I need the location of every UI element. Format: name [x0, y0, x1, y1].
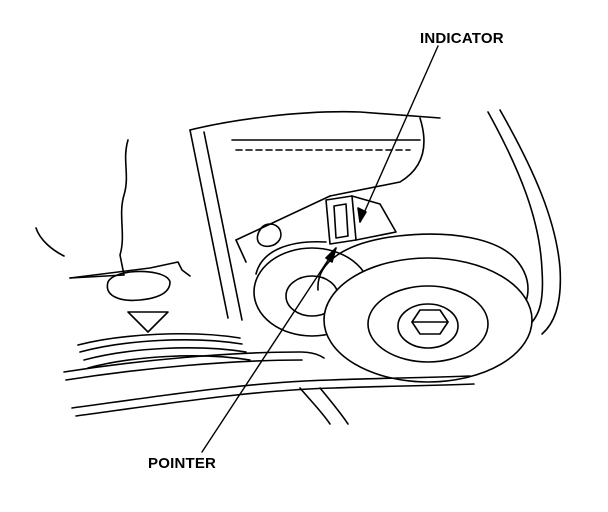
engine-housing [36, 140, 190, 300]
indicator-arrowhead [358, 208, 366, 222]
pointer-arrowhead [326, 248, 336, 262]
timing-mark-triangle [128, 312, 168, 332]
pointer-label: POINTER [148, 455, 217, 472]
indicator-leader-line [360, 46, 438, 222]
indicator-label: INDICATOR [420, 30, 504, 47]
pointer-leader-line [202, 248, 336, 452]
indicator-block [257, 196, 396, 246]
pulley-bolt [412, 310, 448, 334]
drive-belt [64, 352, 474, 424]
timing-cover [488, 110, 560, 334]
idler-pulley [318, 234, 532, 382]
crank-pulley [78, 334, 250, 368]
tensioner-bracket [190, 112, 440, 320]
